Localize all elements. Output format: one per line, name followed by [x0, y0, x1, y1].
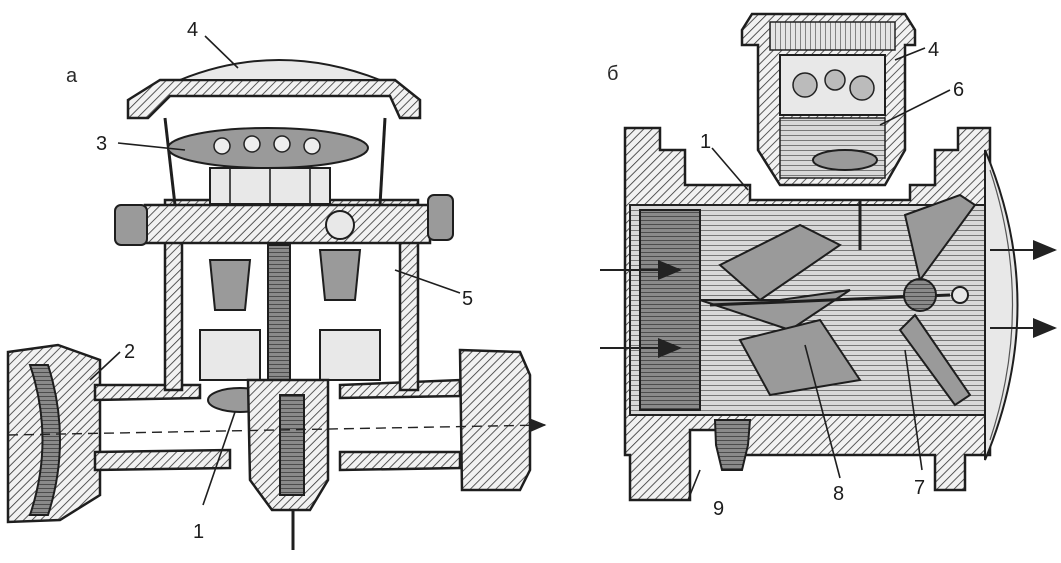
gear-left	[208, 259, 252, 311]
impeller-blade-lower	[738, 318, 862, 397]
counter-gear-wheels	[792, 69, 875, 101]
callout-a-3: 3	[96, 133, 107, 155]
leader-a-3	[117, 142, 186, 151]
chamber-right	[319, 329, 381, 381]
callout-b-4: 4	[928, 39, 939, 61]
left-boss	[114, 204, 148, 246]
panel-a-drawing	[6, 35, 547, 550]
leader-b-1	[711, 147, 749, 191]
panel-b-drawing	[600, 12, 1057, 502]
leader-b-7	[904, 349, 923, 471]
callout-b-9: 9	[713, 498, 724, 520]
leader-a-4	[204, 35, 239, 69]
callout-b-7: 7	[914, 477, 925, 499]
outlet-flange	[458, 348, 532, 492]
pipe-body-bottom	[93, 448, 232, 472]
callout-a-2: 2	[124, 341, 135, 363]
bearing-nut	[951, 286, 969, 304]
leader-b-9	[687, 469, 701, 501]
callout-b-6: 6	[953, 79, 964, 101]
right-boss	[427, 194, 454, 241]
counter-dial	[769, 21, 896, 51]
chamber-left	[199, 329, 261, 381]
coupling-disk	[812, 149, 878, 171]
gear-right	[318, 249, 362, 301]
callout-b-8: 8	[833, 483, 844, 505]
panel-a-label: а	[66, 65, 78, 87]
leader-b-8	[804, 344, 841, 479]
rear-vane-upper	[903, 193, 977, 283]
flow-line-a	[7, 418, 547, 436]
cover-post-right	[378, 117, 387, 206]
leader-b-6	[879, 89, 951, 126]
dial-plate	[167, 127, 369, 169]
inlet-strainer	[28, 364, 61, 516]
leader-a-2	[89, 351, 121, 381]
leader-b-4	[894, 47, 926, 61]
central-shaft	[267, 244, 291, 386]
end-cap	[984, 149, 1019, 461]
cover-frame	[126, 78, 422, 120]
rear-vane-lower	[898, 313, 972, 407]
impeller-blade-upper	[718, 223, 842, 302]
callout-a-4: 4	[187, 19, 198, 41]
dial-rollers	[213, 135, 321, 155]
gear-plate	[143, 203, 432, 245]
flow-straightener	[639, 209, 701, 411]
callout-a-1: 1	[193, 521, 204, 543]
impeller-bearing	[903, 278, 937, 312]
leader-a-5	[394, 269, 461, 294]
pipe-body-right-bottom	[338, 450, 462, 472]
cover-glass	[179, 59, 381, 81]
bottom-plug	[279, 394, 305, 496]
callout-a-5: 5	[462, 288, 473, 310]
pipe-body-top	[93, 383, 202, 402]
drain-plug	[713, 419, 752, 471]
callout-b-1: 1	[700, 131, 711, 153]
cover-post-left	[163, 117, 177, 206]
gear-hub	[325, 210, 355, 240]
panel-b-label: б	[607, 63, 618, 85]
leader-a-1	[202, 411, 236, 506]
